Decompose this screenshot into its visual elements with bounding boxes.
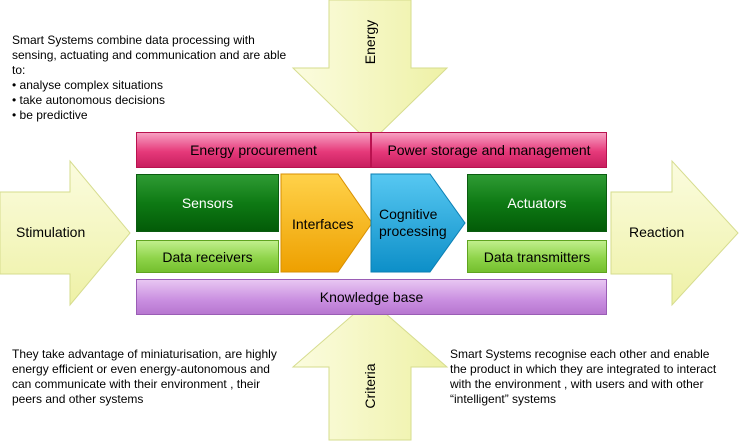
capability-item: be predictive: [12, 108, 287, 123]
energy-procurement-block: Energy procurement: [136, 132, 371, 168]
interfaces-chevron: [280, 173, 373, 273]
reaction-label: Reaction: [629, 224, 685, 240]
sensors-block: Sensors: [136, 174, 279, 232]
bottom-left-note: They take advantage of miniaturisation, …: [12, 347, 277, 406]
criteria-arrow: [291, 299, 449, 441]
capability-item: analyse complex situations: [12, 78, 287, 93]
knowledge-base-block: Knowledge base: [136, 279, 607, 315]
stimulation-label: Stimulation: [16, 224, 86, 240]
cognitive-line-1: Cognitive: [379, 206, 438, 222]
energy-arrow: [291, 0, 449, 144]
actuators-block: Actuators: [467, 174, 607, 232]
criteria-label: Criteria: [362, 363, 378, 409]
capability-item: take autonomous decisions: [12, 93, 287, 108]
capability-list: analyse complex situations take autonomo…: [12, 78, 287, 123]
cognitive-chevron: [370, 173, 466, 273]
energy-label: Energy: [362, 19, 378, 65]
power-storage-block: Power storage and management: [371, 132, 607, 168]
top-left-intro: Smart Systems combine data processing wi…: [12, 33, 287, 77]
stimulation-arrow: [0, 159, 131, 307]
reaction-arrow: [610, 159, 739, 307]
data-receivers-block: Data receivers: [136, 240, 279, 273]
data-transmitters-block: Data transmitters: [467, 240, 607, 273]
top-left-note: Smart Systems combine data processing wi…: [12, 33, 287, 123]
cognitive-processing-label: Cognitive processing: [379, 206, 447, 240]
interfaces-label: Interfaces: [292, 216, 354, 232]
cognitive-line-2: processing: [379, 223, 447, 239]
bottom-right-note: Smart Systems recognise each other and e…: [450, 347, 717, 406]
